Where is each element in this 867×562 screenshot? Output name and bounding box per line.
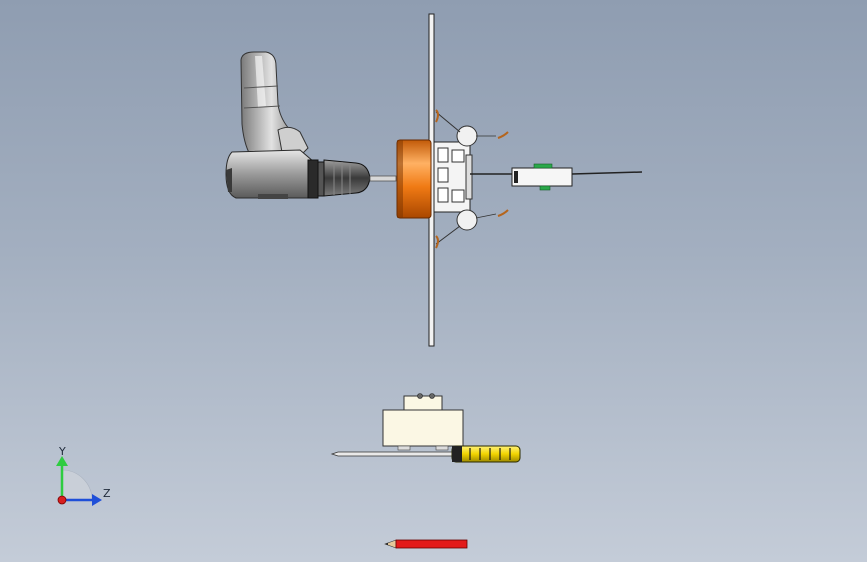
screwdriver-icon[interactable] xyxy=(330,445,521,463)
box-icon[interactable] xyxy=(382,393,464,451)
pencil-icon[interactable] xyxy=(384,539,468,549)
cylinder-icon[interactable] xyxy=(396,139,432,219)
power-drill-icon[interactable] xyxy=(225,51,397,199)
clamp-mechanism-icon[interactable] xyxy=(433,109,643,249)
y-axis-label: Y xyxy=(58,445,66,458)
axis-triad: Y Z xyxy=(56,445,111,506)
z-arrow-icon xyxy=(92,494,102,506)
x-axis-icon xyxy=(57,495,67,505)
z-axis-label: Z xyxy=(103,487,111,500)
y-arrow-icon xyxy=(56,456,68,466)
